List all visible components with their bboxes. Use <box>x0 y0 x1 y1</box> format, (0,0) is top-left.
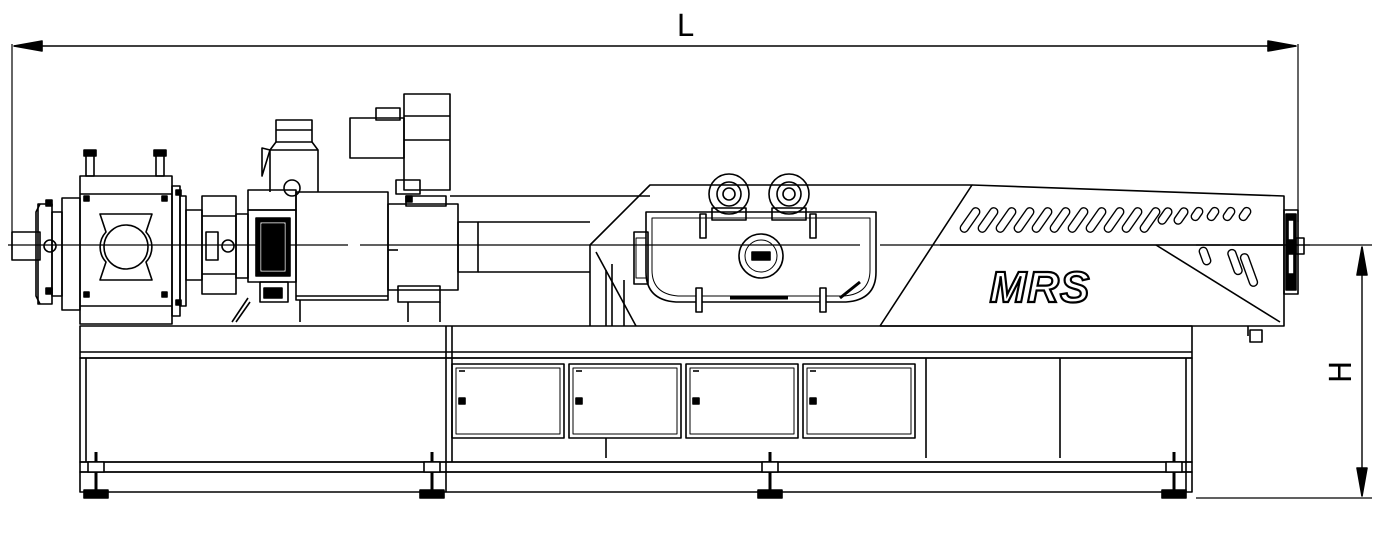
leveling-feet <box>83 452 1187 499</box>
dimension-length <box>11 40 1299 250</box>
gear-housing <box>299 195 479 322</box>
brand-logo: MRS <box>990 263 1091 312</box>
cover-slots <box>959 206 1259 287</box>
vent-flanges <box>708 173 810 221</box>
extruder-barrel <box>450 184 973 327</box>
dimension-height-label: H <box>1324 361 1359 384</box>
cabinet-doors <box>451 363 916 439</box>
feed-hopper <box>261 119 319 192</box>
blower-unit <box>349 93 451 195</box>
degassing-window <box>633 211 877 313</box>
output-flange <box>11 197 81 311</box>
gearbox <box>79 149 187 325</box>
main-motor <box>231 179 389 323</box>
drive-end-flange <box>1283 209 1305 295</box>
dimension-length-label: L <box>677 9 694 44</box>
base-frame <box>79 325 1193 493</box>
